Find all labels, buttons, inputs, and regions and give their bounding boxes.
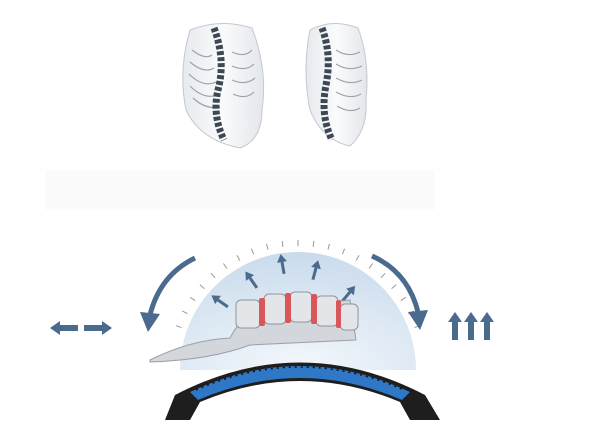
tick-mark <box>281 240 284 247</box>
tick-arc: (function(){ const g=document.currentScr… <box>175 240 421 329</box>
tick-mark <box>223 263 228 269</box>
arrow-up-icon <box>245 271 259 289</box>
horizontal-double-arrow-icon <box>50 321 112 335</box>
tick-mark <box>250 248 255 255</box>
curved-arrow-left-icon <box>140 255 197 332</box>
tick-mark <box>400 296 407 302</box>
tick-mark <box>236 254 241 261</box>
arrow-up-icon <box>311 260 321 280</box>
spine-vertebrae-icon <box>149 291 359 363</box>
tick-mark <box>312 240 315 247</box>
tick-mark <box>189 296 196 302</box>
arrow-up-icon <box>277 254 287 275</box>
tick-mark <box>368 263 373 269</box>
arrow-up-icon <box>341 285 356 303</box>
tick-mark <box>199 284 205 290</box>
spine-torso-icon <box>182 22 265 149</box>
tick-mark <box>181 310 188 315</box>
arrow-up-icon <box>211 295 229 309</box>
spine-torso-icon <box>305 23 368 147</box>
back-stretcher-device-icon <box>165 362 440 420</box>
tick-mark <box>380 273 386 279</box>
tick-mark <box>175 325 182 329</box>
up-arrows-icon <box>448 312 494 340</box>
up-arrows-radial <box>211 254 356 309</box>
tick-mark <box>210 273 216 279</box>
tick-mark <box>341 248 346 255</box>
faint-band <box>45 170 435 210</box>
tick-mark <box>327 243 330 250</box>
tick-mark <box>355 254 360 261</box>
tick-mark <box>391 284 397 290</box>
curved-arrow-right-icon <box>370 253 428 330</box>
tick-mark <box>266 243 269 250</box>
